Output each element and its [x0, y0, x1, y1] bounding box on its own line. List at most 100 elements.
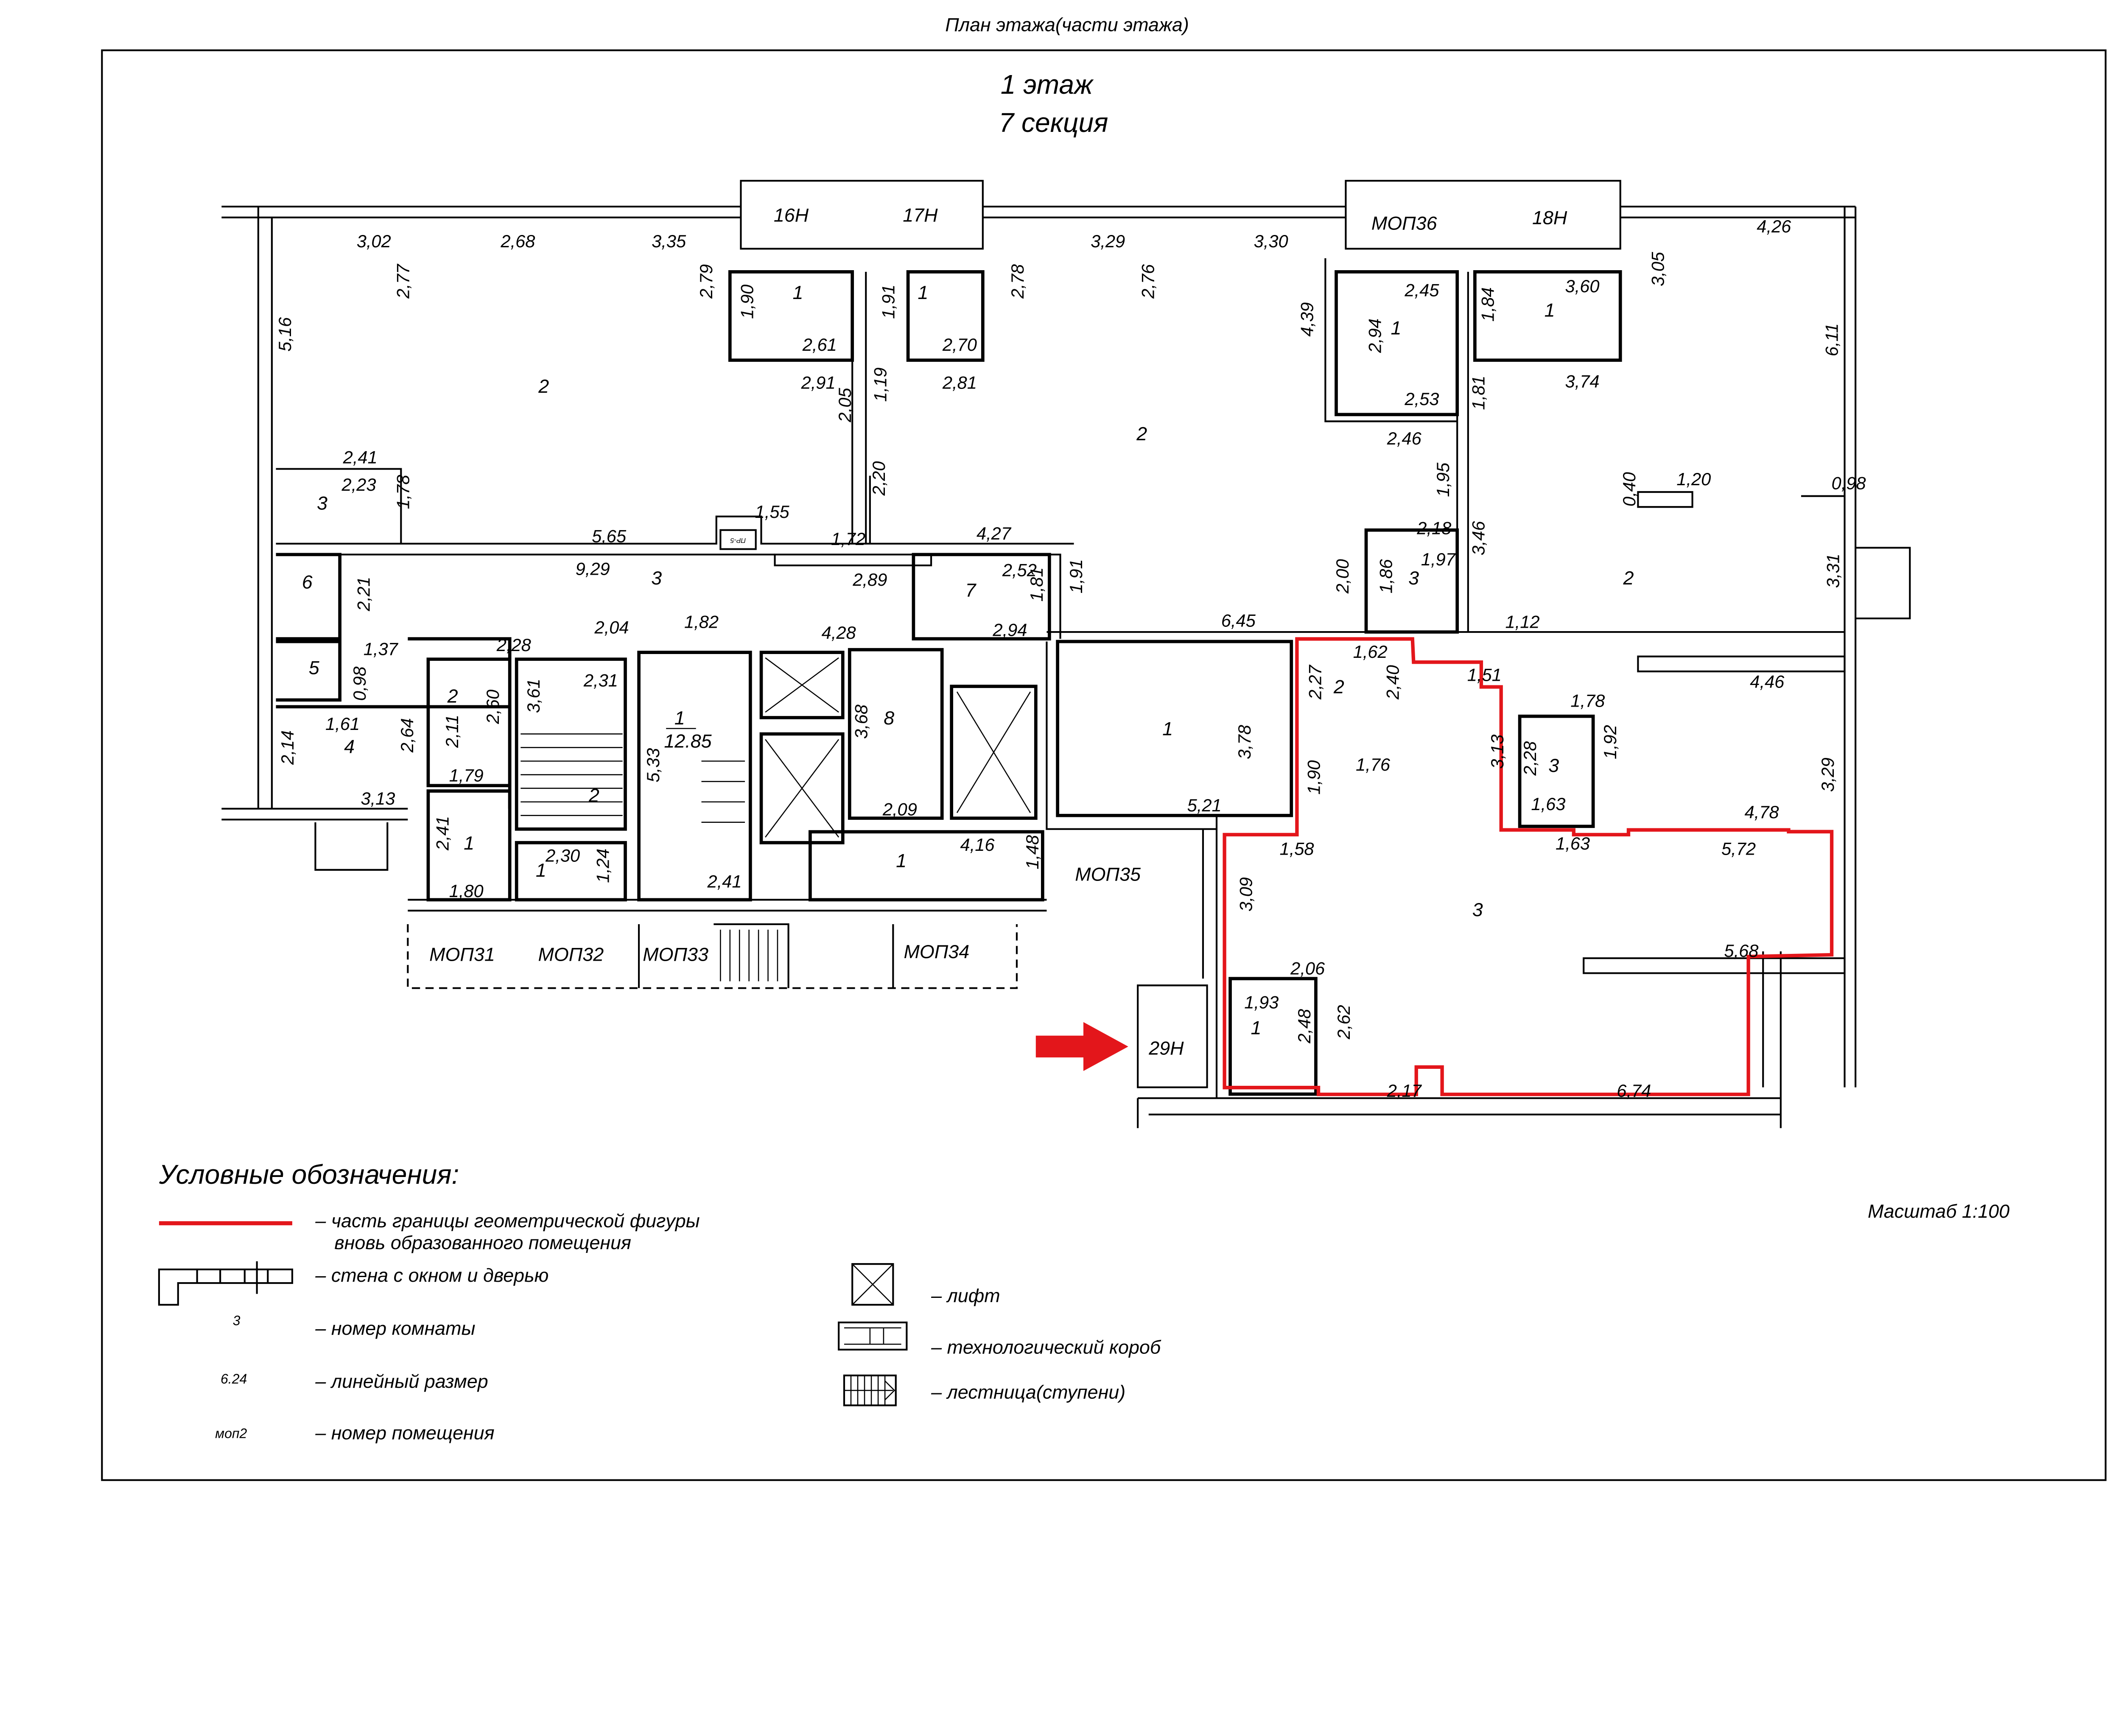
room-number: 3 — [651, 567, 662, 589]
elevator-icon — [851, 1263, 894, 1306]
dimension-label: 2,77 — [393, 263, 413, 299]
tech-box-icon — [838, 1321, 908, 1351]
dimension-label: 1,79 — [449, 766, 484, 786]
dimension-label: 2,62 — [1334, 1005, 1354, 1040]
dimension-label: 6,11 — [1822, 323, 1841, 356]
dimension-label: 1,78 — [393, 475, 413, 509]
dimension-label: 2,40 — [1382, 665, 1402, 700]
wall-window-door-icon — [158, 1261, 294, 1306]
dimension-label: 2,41 — [707, 872, 742, 892]
dimension-label: 1,51 — [1467, 665, 1502, 685]
dimension-label: 2,46 — [1387, 428, 1422, 448]
dimension-label: 2,79 — [696, 264, 716, 299]
dimension-label: 4,39 — [1297, 302, 1317, 337]
dimension-label: 4,46 — [1750, 671, 1785, 691]
premise-number: 16Н — [774, 204, 809, 226]
room-number: 1 — [536, 859, 546, 881]
dimension-label: 1,72 — [831, 529, 865, 549]
dimension-label: 2,61 — [802, 335, 837, 355]
premise-number: 18Н — [1532, 207, 1567, 229]
dimension-label: 2,53 — [1404, 389, 1439, 409]
tech-box: ПР-5 — [719, 529, 757, 550]
room-number: 1 — [793, 282, 803, 303]
dimension-label: 2,06 — [1290, 959, 1325, 978]
dimension-label: 1,84 — [1478, 287, 1498, 321]
dimension-label: 2,68 — [500, 231, 535, 251]
dimension-label: 3,02 — [357, 231, 391, 251]
dimension-label: 0,98 — [350, 666, 369, 701]
dimension-label: 5,68 — [1724, 941, 1758, 961]
room-number: 2 — [538, 375, 549, 397]
room-number: 1 — [1545, 299, 1555, 321]
dimension-label: 3,78 — [1234, 725, 1254, 759]
room-number: 1 — [1162, 718, 1173, 740]
legend: Условные обозначения: – часть границы ге… — [158, 1159, 1161, 1444]
dimension-label: 3,46 — [1468, 521, 1488, 556]
premise-number: 29Н — [1148, 1037, 1184, 1059]
stair-area-label: 1 12.85 — [664, 707, 712, 752]
dimension-label: 2,27 — [1305, 664, 1325, 700]
dimension-label: 1,92 — [1600, 725, 1620, 759]
dimension-label: 1,19 — [870, 367, 890, 402]
dimension-label: 2,04 — [594, 617, 629, 637]
dimension-label: 3,29 — [1818, 758, 1838, 792]
dimension-label: 1,55 — [755, 502, 790, 522]
room-number: 1 — [1251, 1017, 1261, 1039]
dimension-label: 2,00 — [1332, 559, 1352, 594]
room-number: 1 — [896, 850, 907, 871]
legend-label: – стена с окном и дверью — [315, 1264, 548, 1286]
dimension-label: 2,52 — [1002, 560, 1037, 580]
dimension-label: 4,27 — [977, 523, 1012, 543]
dimension-label: 9,29 — [576, 559, 610, 579]
dimension-label: 2,14 — [277, 730, 297, 765]
room-number: 8 — [884, 707, 894, 729]
dimension-label: 3,74 — [1565, 371, 1599, 391]
scale-label: Масштаб 1:100 — [1868, 1200, 2009, 1222]
dimension-label: 6,45 — [1221, 610, 1256, 630]
dimension-label: 1,48 — [1022, 835, 1042, 869]
premise-number: МОП32 — [538, 944, 604, 965]
legend-label: вновь образованного помещения — [334, 1232, 631, 1253]
dimension-label: 5,16 — [275, 317, 295, 352]
dimension-label: 2,30 — [545, 846, 580, 866]
dimension-label: 6,74 — [1617, 1081, 1651, 1101]
dimension-label: 3,09 — [1236, 877, 1256, 911]
dimension-label: 3,35 — [652, 231, 686, 251]
dimension-label: 3,29 — [1091, 231, 1125, 251]
dimension-label: 1,82 — [684, 612, 719, 632]
dimension-label: 1,90 — [1304, 760, 1324, 794]
room-number: 1 — [464, 832, 474, 854]
premise-number: МОП31 — [429, 944, 495, 965]
dimension-label: 2,20 — [869, 461, 889, 496]
dimension-label: 1,63 — [1556, 833, 1590, 853]
dimension-label: 1,90 — [737, 285, 757, 319]
room-number: 1 — [1391, 317, 1402, 338]
legend-label: – лифт — [931, 1285, 1000, 1306]
sheet-title: План этажа(части этажа) — [945, 14, 1189, 36]
dimension-label: 2,94 — [992, 620, 1027, 640]
dimension-label: 2,09 — [882, 800, 917, 819]
room-number: 2 — [588, 785, 599, 806]
dimension-label: 4,26 — [1757, 216, 1791, 236]
room-number: 3 — [1408, 567, 1419, 589]
room-number: 2 — [1136, 423, 1147, 444]
legend-label: – номер помещения — [315, 1422, 494, 1444]
dimension-label: 1,20 — [1676, 469, 1711, 489]
dimension-label: 2,18 — [1416, 518, 1451, 538]
dimension-label: 2,48 — [1294, 1009, 1314, 1044]
room-number: 3 — [317, 492, 327, 514]
dimension-label: 2,60 — [483, 690, 503, 724]
dimension-label: 1,63 — [1531, 794, 1565, 814]
floor-title: 1 этаж — [1001, 69, 1094, 100]
dimension-label: 5,65 — [592, 526, 627, 546]
dimension-label: 1,86 — [1376, 559, 1396, 593]
dimension-label: 2,31 — [583, 670, 618, 690]
dimension-label: 2,70 — [942, 335, 977, 355]
room-number: 5 — [309, 657, 320, 678]
dimension-label: 2,28 — [1520, 741, 1540, 776]
room-number: 1 — [918, 282, 928, 303]
legend-label: – часть границы геометрической фигуры — [315, 1210, 700, 1232]
room-number: 4 — [344, 735, 355, 757]
legend-label: – технологический короб — [931, 1336, 1161, 1358]
dimension-label: 2,41 — [432, 816, 452, 851]
